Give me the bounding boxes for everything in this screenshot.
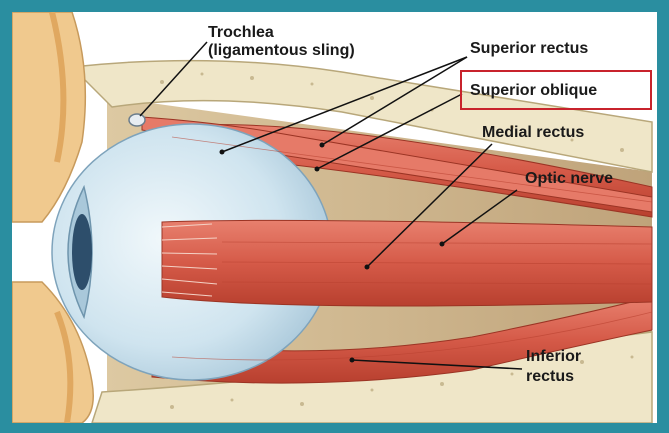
trochlea bbox=[129, 114, 145, 126]
label-trochlea: Trochlea bbox=[208, 24, 274, 41]
label-inferior-rectus-line1: Inferior bbox=[526, 348, 581, 365]
label-inferior-rectus-line2: rectus bbox=[526, 368, 574, 385]
label-optic-nerve: Optic nerve bbox=[525, 170, 613, 187]
diagram-frame: Trochlea (ligamentous sling) Superior re… bbox=[12, 12, 657, 423]
label-superior-oblique: Superior oblique bbox=[470, 82, 597, 99]
label-trochlea-ligamentous-sling: (ligamentous sling) bbox=[208, 42, 355, 59]
label-medial-rectus: Medial rectus bbox=[482, 124, 584, 141]
label-superior-rectus: Superior rectus bbox=[470, 40, 588, 57]
